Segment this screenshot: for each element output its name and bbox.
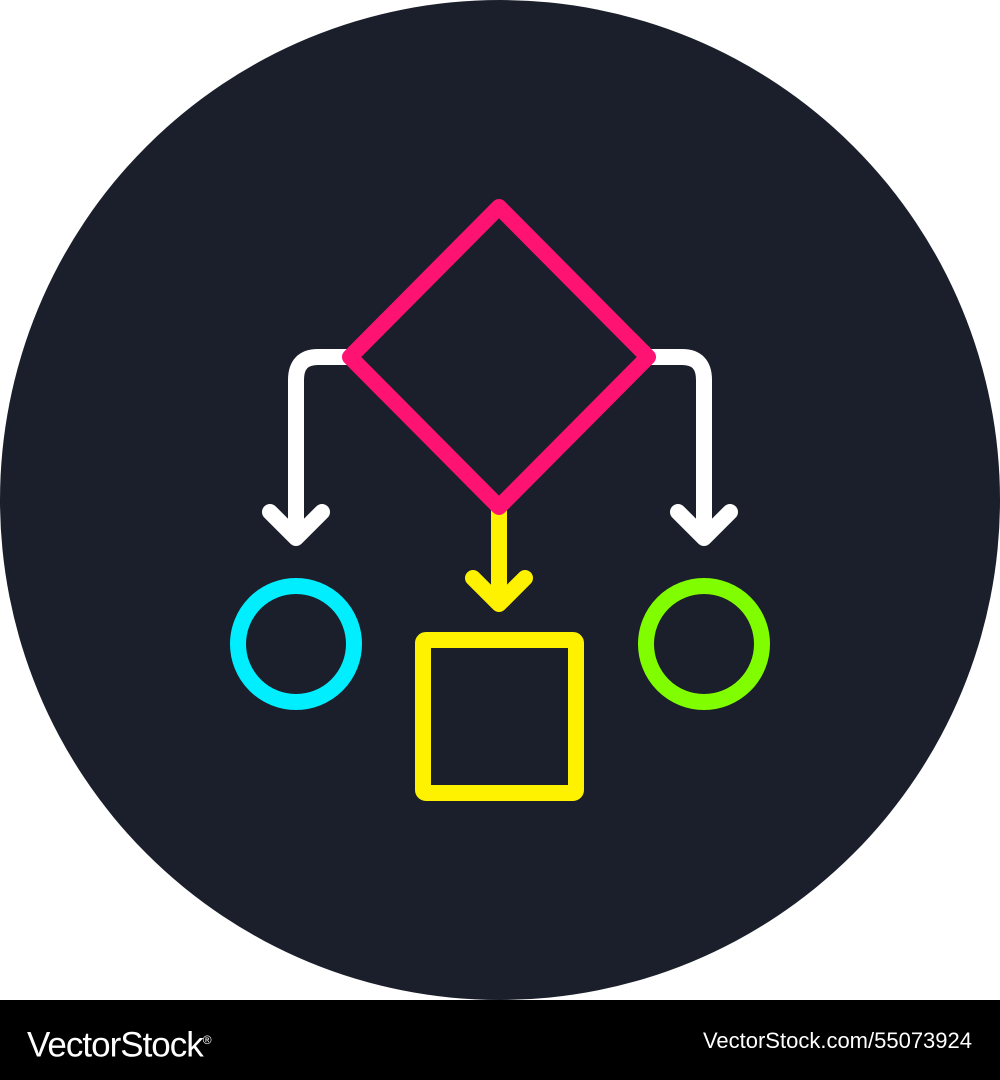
vectorstock-logo: VectorStock® [27, 1018, 212, 1068]
registered-mark: ® [202, 1033, 212, 1047]
right-circle-node-icon [638, 578, 770, 710]
left-circle-node-icon [230, 578, 362, 710]
left-branch-arrow-icon [262, 349, 360, 546]
decision-diamond-icon [342, 199, 656, 515]
right-branch-arrow-icon [640, 349, 738, 546]
flowchart-illustration [0, 0, 1000, 1000]
watermark-footer: VectorStock® VectorStock.com/55073924 [0, 1000, 1000, 1080]
center-arrow-icon [465, 500, 533, 612]
image-url-label: VectorStock.com/55073924 [702, 1028, 972, 1053]
process-box-icon [415, 632, 584, 801]
logo-text: VectorStock [27, 1025, 204, 1065]
